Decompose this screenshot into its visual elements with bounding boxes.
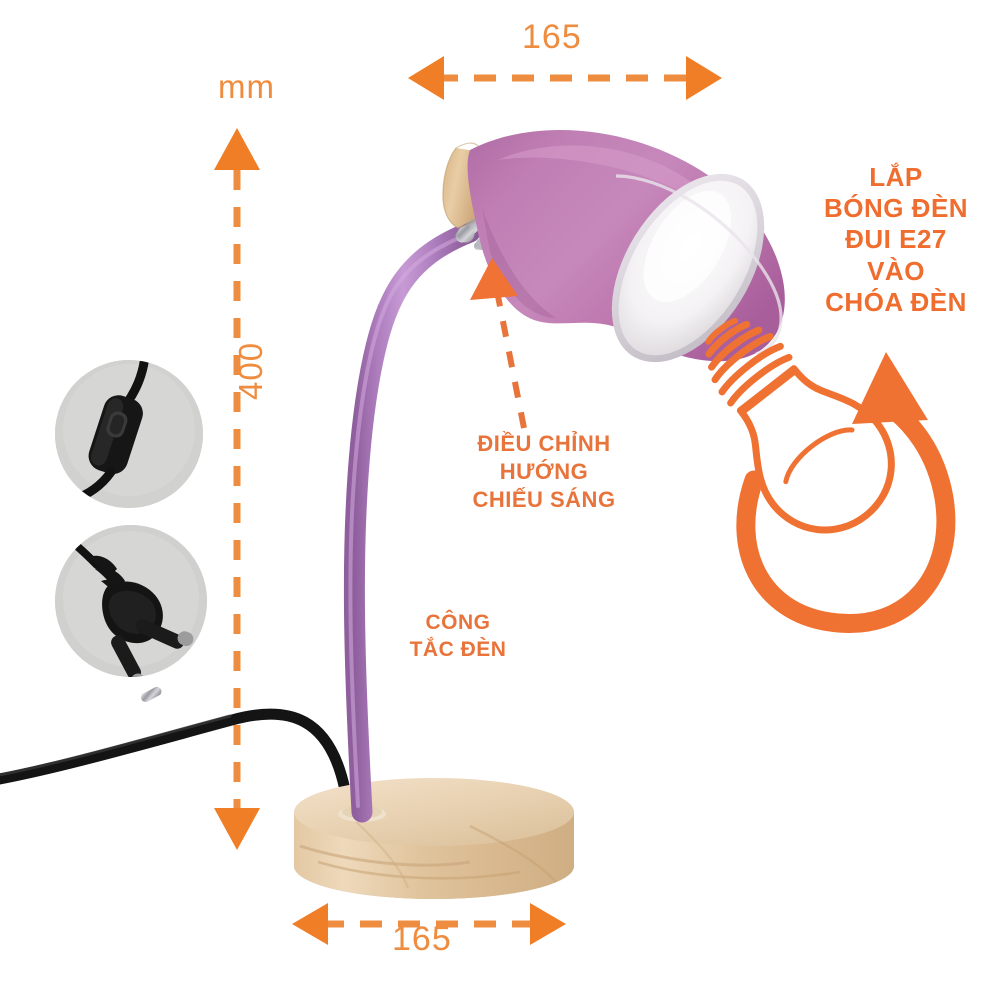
arrow-down-icon: [214, 808, 260, 850]
cable-clip: [140, 686, 162, 702]
pointer-arrow-shade: [470, 258, 527, 429]
power-cable: [0, 708, 351, 796]
callout-bulb-line-1: LẮP: [869, 162, 923, 192]
callout-bulb-socket: LẮP BÓNG ĐÈN ĐUI E27 VÀO CHÓA ĐÈN: [790, 162, 1000, 318]
shade-opening: [611, 173, 765, 363]
lamp-shade: [442, 129, 785, 363]
dimension-label-bottom: 165: [392, 920, 452, 958]
inline-switch-photo: [55, 360, 203, 508]
dimension-unit-label: mm: [218, 68, 275, 105]
arrow-right-icon: [686, 56, 722, 100]
callout-adjust-direction: ĐIỀU CHỈNH HƯỚNG CHIẾU SÁNG: [432, 430, 656, 514]
dimension-label-top: 165: [522, 18, 582, 56]
pointer-arrow-icon: [470, 258, 518, 300]
callout-bulb-line-5: CHÓA ĐÈN: [825, 286, 967, 317]
arrow-left-icon: [292, 903, 328, 945]
power-plug-photo: [55, 525, 207, 677]
dimension-arrow-height: [214, 128, 260, 850]
callout-shade-line-2: HƯỚNG: [499, 459, 589, 485]
dimension-label-height: 400: [232, 341, 269, 400]
callout-switch-line-1: CÔNG: [425, 611, 491, 634]
callout-switch-line-2: TẮC ĐÈN: [409, 637, 507, 661]
callout-bulb-line-2: BÓNG ĐÈN: [823, 193, 969, 224]
lamp-base: [294, 778, 574, 899]
dimension-arrow-bottom: [292, 903, 566, 945]
bulb-rotate-icon: [705, 317, 956, 633]
callout-bulb-line-3: ĐUI E27: [845, 224, 947, 255]
callout-bulb-line-4: VÀO: [867, 255, 925, 286]
callout-shade-line-1: ĐIỀU CHỈNH: [477, 431, 611, 456]
callout-shade-line-3: CHIẾU SÁNG: [472, 487, 616, 513]
arrow-right-icon: [530, 903, 566, 945]
callout-light-switch: CÔNG TẮC ĐÈN: [378, 610, 538, 664]
dimension-arrow-top: [408, 56, 722, 100]
arrow-left-icon: [408, 56, 444, 100]
arrow-up-icon: [214, 128, 260, 170]
lamp-arm: [343, 221, 481, 823]
